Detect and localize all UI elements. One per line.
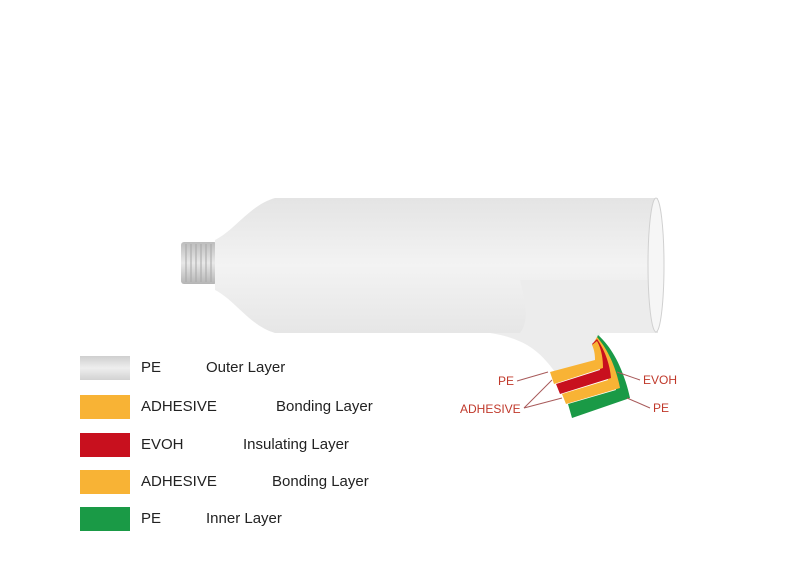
- legend-item-pe-inner: PE Inner Layer: [80, 507, 420, 531]
- callout-evoh: EVOH: [643, 373, 678, 387]
- legend-layer-name: EVOH: [141, 436, 184, 453]
- legend-swatch: [80, 395, 130, 419]
- callout-pe-outer: PE: [498, 374, 515, 388]
- peeled-flap: [490, 280, 655, 378]
- legend-layer-desc: Insulating Layer: [243, 436, 349, 453]
- legend-item-evoh: EVOH Insulating Layer: [80, 433, 420, 457]
- callout-adhesive: ADHESIVE: [460, 402, 521, 416]
- legend-item-adhesive-2: ADHESIVE Bonding Layer: [80, 470, 420, 494]
- legend-layer-name: PE: [141, 510, 162, 527]
- legend-swatch: [80, 433, 130, 457]
- legend-item-pe-outer: PE Outer Layer: [80, 356, 420, 380]
- tube-cap: [181, 242, 217, 284]
- legend-layer-name: ADHESIVE: [141, 398, 217, 415]
- legend-swatch: [80, 507, 130, 531]
- legend-layer-desc: Bonding Layer: [272, 473, 369, 490]
- callout-pe-inner: PE: [653, 401, 670, 415]
- legend-layer-name: PE: [141, 359, 162, 376]
- legend-swatch: [80, 356, 130, 380]
- legend-swatch: [80, 470, 130, 494]
- tube-open-end: [647, 197, 665, 333]
- legend-layer-desc: Outer Layer: [206, 359, 286, 376]
- legend-layer-desc: Inner Layer: [206, 510, 282, 527]
- legend-layer-name: ADHESIVE: [141, 473, 217, 490]
- layer-stack: [550, 335, 630, 418]
- legend-item-adhesive-1: ADHESIVE Bonding Layer: [80, 395, 420, 419]
- legend-layer-desc: Bonding Layer: [276, 398, 373, 415]
